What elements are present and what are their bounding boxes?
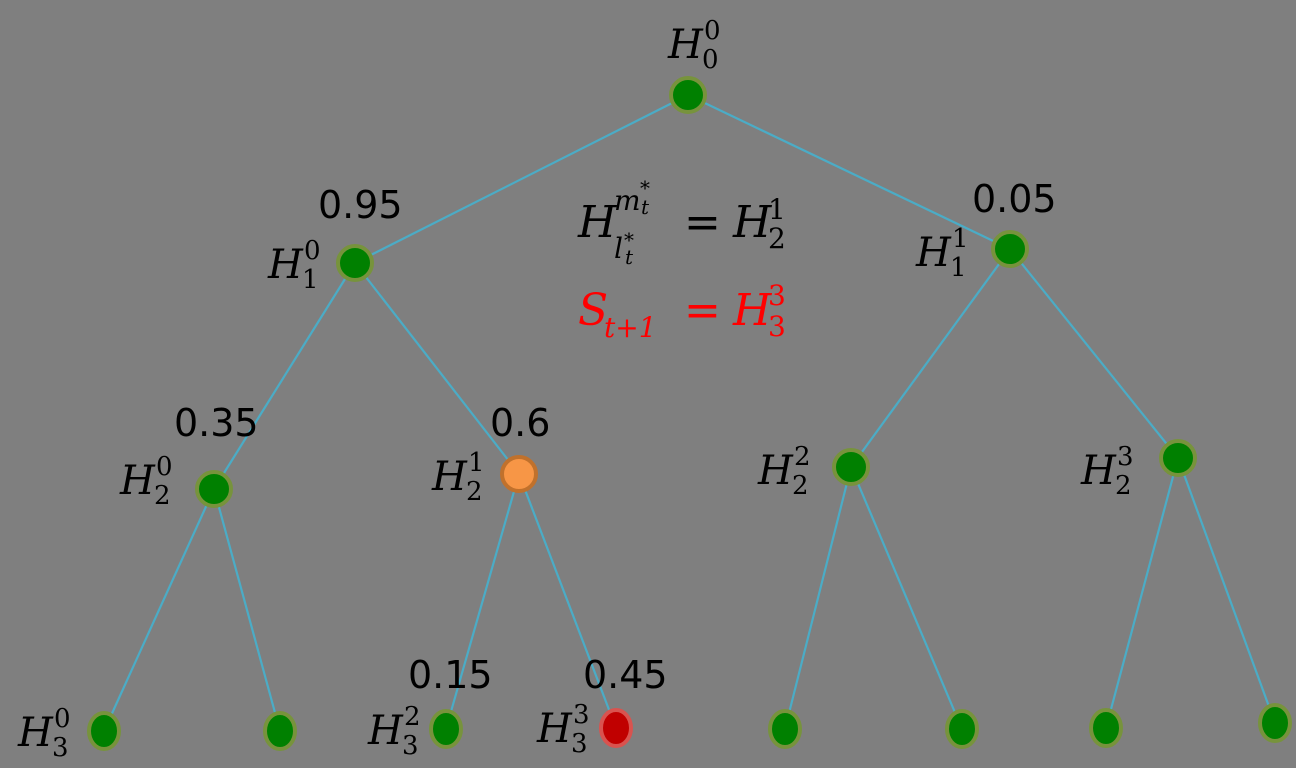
node-label-base: H bbox=[667, 22, 704, 68]
node-label-base: H bbox=[267, 242, 304, 288]
eq1-equals: = bbox=[684, 197, 721, 248]
tree-node bbox=[1258, 703, 1292, 743]
node-label-base: H bbox=[1080, 448, 1117, 494]
tree-node bbox=[669, 76, 707, 114]
probability-label: 0.6 bbox=[490, 401, 550, 445]
tree-edge bbox=[850, 248, 1011, 468]
eq1-lhs-sup: m bbox=[614, 184, 641, 217]
probability-label: 0.45 bbox=[583, 653, 668, 697]
tree-node bbox=[263, 711, 297, 751]
tree-edge bbox=[354, 262, 520, 475]
tree-edge bbox=[1104, 457, 1180, 729]
next-state-equation: S t+1 = H 3 3 bbox=[578, 279, 786, 344]
node-label-sup: 2 bbox=[404, 702, 421, 732]
node-label-sup: 3 bbox=[1117, 442, 1134, 472]
probability-label: 0.05 bbox=[972, 177, 1057, 221]
probability-label: 0.95 bbox=[318, 183, 403, 227]
node-label-sub: 2 bbox=[154, 481, 171, 511]
tree-node bbox=[429, 709, 463, 749]
tree-edge bbox=[1009, 248, 1179, 459]
eq1-lhs-sub-sub: t bbox=[625, 245, 634, 269]
tree-edge bbox=[1176, 457, 1277, 724]
tree-edge bbox=[849, 466, 964, 730]
tree-node bbox=[768, 709, 802, 749]
tree-node bbox=[336, 244, 374, 282]
eq1-lhs-base: H bbox=[577, 197, 618, 248]
node-label-base: H bbox=[367, 708, 404, 754]
tree-edge bbox=[213, 262, 356, 490]
eq1-rhs-sup: 1 bbox=[768, 193, 786, 226]
node-label-base: H bbox=[757, 448, 794, 494]
node-label-sup: 0 bbox=[304, 236, 321, 266]
tree-node bbox=[1089, 708, 1123, 748]
node-label-sub: 0 bbox=[702, 45, 719, 75]
eq1-lhs-sub-star: * bbox=[624, 228, 634, 252]
node-label-sup: 0 bbox=[54, 704, 71, 734]
tree-edge bbox=[354, 94, 689, 264]
node-label-sup: 2 bbox=[794, 442, 811, 472]
node-label-sup: 0 bbox=[156, 452, 173, 482]
eq1-rhs-sub: 2 bbox=[768, 222, 786, 255]
eq1-lhs-sub: l bbox=[614, 232, 623, 265]
eq2-lhs-base: S bbox=[578, 285, 608, 336]
eq2-rhs-sup: 3 bbox=[768, 279, 786, 312]
eq1-rhs-base: H bbox=[732, 197, 773, 248]
eq2-lhs-sub: t+1 bbox=[604, 311, 657, 344]
node-label-base: H bbox=[915, 230, 952, 276]
node-label-base: H bbox=[431, 454, 468, 500]
tree-edge bbox=[687, 94, 1011, 250]
tree-edge bbox=[783, 466, 853, 730]
tree-edge bbox=[444, 473, 521, 730]
tree-node bbox=[87, 711, 121, 751]
tree-node bbox=[1159, 439, 1197, 477]
node-label-sub: 1 bbox=[302, 265, 319, 295]
node-label-sub: 3 bbox=[52, 733, 69, 763]
tree-edge bbox=[212, 488, 282, 732]
node-label-sup: 3 bbox=[573, 700, 590, 730]
tree-edge bbox=[517, 473, 618, 729]
node-label-base: H bbox=[17, 710, 54, 756]
eq1-lhs-sup-star: * bbox=[640, 176, 650, 200]
node-label-sub: 2 bbox=[466, 477, 483, 507]
tree-nodes bbox=[87, 76, 1292, 751]
tree-edges bbox=[102, 94, 1277, 732]
eq2-rhs-sub: 3 bbox=[768, 310, 786, 343]
tree-node bbox=[945, 709, 979, 749]
node-label-sup: 1 bbox=[952, 224, 969, 254]
node-label-sub: 3 bbox=[571, 729, 588, 759]
node-label-sub: 1 bbox=[950, 253, 967, 283]
node-label-sup: 0 bbox=[704, 16, 721, 46]
eq1-lhs-sup-sub: t bbox=[641, 195, 650, 219]
selection-equation: H m * t l * t = H 1 2 bbox=[577, 176, 786, 269]
node-label-base: H bbox=[119, 458, 156, 504]
tree-node bbox=[832, 448, 870, 486]
node-label-sub: 2 bbox=[1115, 471, 1132, 501]
node-label-base: H bbox=[536, 706, 573, 752]
probability-label: 0.35 bbox=[174, 401, 259, 445]
eq2-rhs-base: H bbox=[732, 285, 773, 336]
eq2-equals: = bbox=[684, 285, 721, 336]
next-state-node bbox=[599, 708, 633, 748]
node-label-sup: 1 bbox=[468, 448, 485, 478]
node-label-sub: 2 bbox=[792, 471, 809, 501]
tree-node bbox=[195, 470, 233, 508]
probability-label: 0.15 bbox=[408, 653, 493, 697]
node-label-sub: 3 bbox=[402, 731, 419, 761]
tree-node bbox=[991, 230, 1029, 268]
tree-edge bbox=[102, 488, 216, 732]
probability-labels: 0.95 0.05 0.35 0.6 0.15 0.45 bbox=[174, 177, 1057, 697]
selected-node bbox=[500, 455, 538, 493]
